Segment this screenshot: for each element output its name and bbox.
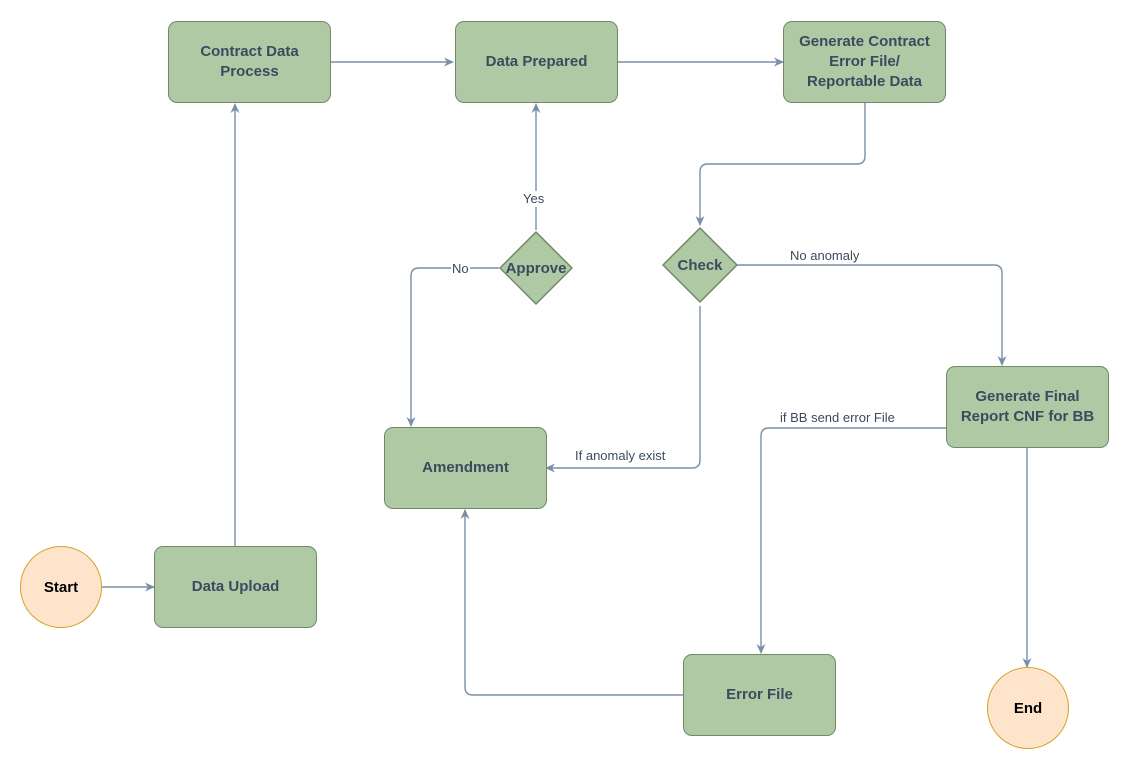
data-prepared-node: Data Prepared bbox=[455, 21, 618, 103]
edge-check-to-amendment bbox=[545, 306, 701, 473]
edge-generate-contract-error-file-to-check bbox=[695, 103, 866, 226]
edge-label-no-anomaly: No anomaly bbox=[789, 248, 861, 264]
error-file-node: Error File bbox=[683, 654, 836, 736]
approve-decision-diamond bbox=[499, 231, 573, 305]
edge-label-if-bb-send-error-file: if BB send error File bbox=[779, 410, 896, 426]
edge-label-yes: Yes bbox=[522, 191, 546, 207]
edge-approve-to-amendment bbox=[406, 267, 499, 427]
end-node: End bbox=[987, 667, 1069, 749]
edge-error-file-to-amendment bbox=[460, 509, 684, 696]
amendment-node: Amendment bbox=[384, 427, 547, 509]
edge-label-no: No bbox=[451, 261, 470, 277]
data-upload-node: Data Upload bbox=[154, 546, 317, 628]
start-node: Start bbox=[20, 546, 102, 628]
generate-final-report-node: Generate Final Report CNF for BB bbox=[946, 366, 1109, 448]
edge-label-if-anomaly-exist: If anomaly exist bbox=[574, 448, 667, 464]
contract-data-process-node: Contract Data Process bbox=[168, 21, 331, 103]
generate-contract-error-file-node: Generate Contract Error File/ Reportable… bbox=[783, 21, 946, 103]
edge-generate-final-report-to-error-file bbox=[756, 427, 946, 654]
edge-check-to-generate-final-report bbox=[737, 264, 1007, 366]
check-decision-diamond bbox=[662, 227, 738, 303]
